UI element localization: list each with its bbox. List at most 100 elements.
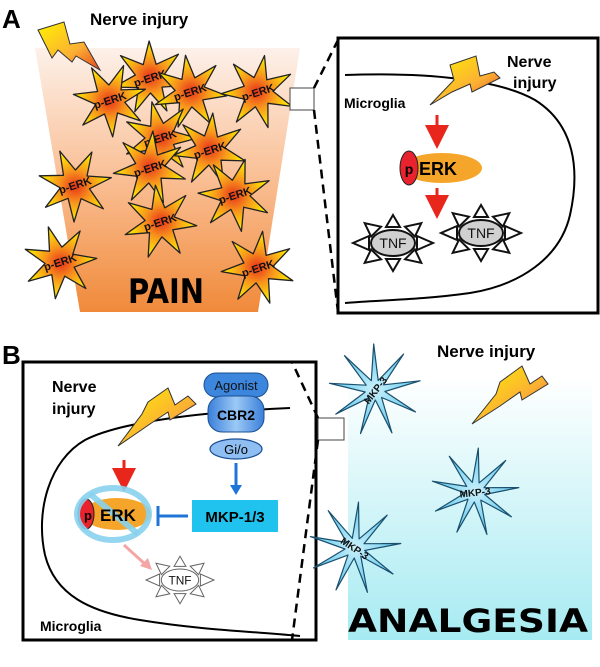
inhibition-slash — [88, 491, 140, 537]
tnf-cytokine: TNF — [350, 213, 436, 273]
tnf-label: TNF — [168, 573, 191, 587]
inset-b-p-label: p — [84, 508, 92, 523]
mkp3-cell-body — [431, 447, 520, 535]
tnf-body — [370, 229, 416, 257]
tnf-spike — [189, 562, 205, 576]
inset-a-p-label: p — [405, 161, 414, 177]
perk-microglia-cell: p-ERK — [220, 54, 293, 129]
zoom-line-b-bottom — [290, 439, 320, 641]
perk-microglia-cell: p-ERK — [124, 184, 198, 258]
perk-cell-body — [197, 158, 270, 233]
perk-microglia-cell: p-ERK — [24, 226, 98, 300]
perk-cell-body — [24, 226, 98, 300]
inset-b-erk-label: ERK — [100, 506, 137, 525]
tnf-label: TNF — [467, 225, 494, 241]
tnf-group-a: TNF TNF — [350, 203, 524, 273]
perk-cell-body — [220, 230, 294, 304]
zoom-line-bottom — [312, 109, 340, 313]
lightning-bolt-icon — [429, 55, 501, 106]
tnf-spike — [144, 573, 161, 587]
inset-a-injury-label: injury — [513, 75, 557, 92]
tnf-spike — [450, 211, 472, 229]
inset-b-nerve-label: Nerve — [52, 379, 97, 396]
perk-cell-body — [124, 184, 198, 258]
zoom-line-top — [312, 39, 340, 89]
mkp-13-box — [192, 500, 278, 532]
erk-oval-a — [402, 153, 482, 183]
cbr2-label: CBR2 — [217, 407, 255, 423]
tnf-cytokine: TNF — [144, 555, 216, 605]
perk-microglia-cell: p-ERK — [220, 230, 294, 304]
tnf-spike — [189, 584, 205, 598]
mkp3-microglia-cell: MKP-3 — [431, 447, 520, 535]
perk-cell-body — [220, 54, 293, 129]
tnf-spike — [402, 247, 424, 265]
perk-cell-body — [38, 150, 112, 223]
tnf-spike — [173, 593, 187, 605]
cbr2-receptor — [207, 395, 265, 433]
mkp3-cell-body — [309, 501, 402, 593]
inhibition-circle — [74, 485, 152, 543]
perk-cell-body — [113, 40, 187, 113]
mkp3-cell-body — [328, 343, 421, 435]
perk-microglia-cell: p-ERK — [197, 158, 270, 233]
pain-label: PAIN — [128, 272, 204, 312]
tnf-spike — [504, 224, 524, 242]
tnf-body — [458, 219, 504, 247]
perk-microglia-cell: p-ERK — [72, 64, 147, 138]
analgesia-label: ANALGESIA — [348, 602, 588, 640]
perk-microglia-cell: p-ERK — [154, 54, 228, 128]
tnf-body — [160, 568, 200, 592]
tnf-spike — [155, 584, 171, 598]
zoom-marker-b — [317, 417, 345, 441]
zoom-marker — [289, 87, 315, 111]
zoom-line-b-top — [290, 361, 320, 419]
inset-b-injury-label: injury — [52, 401, 96, 418]
perk-cell-body — [72, 64, 147, 138]
inset-a-nerve-label: Nerve — [507, 54, 552, 71]
tnf-spike — [472, 248, 490, 263]
tnf-spike — [416, 234, 436, 252]
arrow-pink-shaft — [122, 543, 148, 567]
panel-b-letter: B — [2, 340, 21, 370]
tnf-spike — [384, 258, 402, 273]
perk-microglia-cell: p-ERK — [112, 130, 186, 204]
lightning-bolt-icon — [471, 365, 549, 425]
perk-cell-body — [112, 130, 186, 204]
mkp3-cell-label: MKP-3 — [459, 486, 492, 500]
tnf-spike — [450, 237, 472, 255]
panel-a-letter: A — [2, 4, 21, 34]
lightning-bolt-icon — [117, 387, 197, 447]
panel-b: B Nerve injury Agonist CBR2 Gi/o MKP-1/3… — [2, 340, 592, 642]
tnf-spike — [173, 555, 187, 567]
mkp3-microglia-cell: MKP-3 — [309, 501, 402, 593]
arrow-blue-head — [230, 485, 242, 495]
tnf-spike — [362, 221, 384, 239]
tnf-label: TNF — [379, 235, 406, 251]
tnf-spike — [199, 573, 216, 587]
tnf-spike — [350, 234, 370, 252]
tnf-spike — [384, 213, 402, 228]
tnf-spike — [438, 224, 458, 242]
tnf-spike — [402, 221, 424, 239]
perk-microglia-cell: p-ERK — [38, 150, 112, 223]
tnf-cytokine: TNF — [438, 203, 524, 263]
inset-b-microglia-label: Microglia — [40, 618, 102, 634]
mkp-13-label: MKP-1/3 — [205, 509, 264, 526]
gio-protein — [209, 438, 263, 460]
inset-a-microglia-label: Microglia — [344, 95, 406, 111]
tnf-group-b: TNF — [144, 555, 216, 605]
tnf-spike — [155, 562, 171, 576]
tnf-spike — [490, 211, 512, 229]
arrow-pink-head — [140, 558, 152, 570]
gio-label: Gi/o — [224, 442, 248, 457]
panel-b-nerve-injury-label: Nerve injury — [437, 342, 536, 361]
inset-a-erk-label: ERK — [419, 159, 457, 179]
tnf-spike — [472, 203, 490, 218]
tnf-spike — [490, 237, 512, 255]
tnf-spike — [362, 247, 384, 265]
